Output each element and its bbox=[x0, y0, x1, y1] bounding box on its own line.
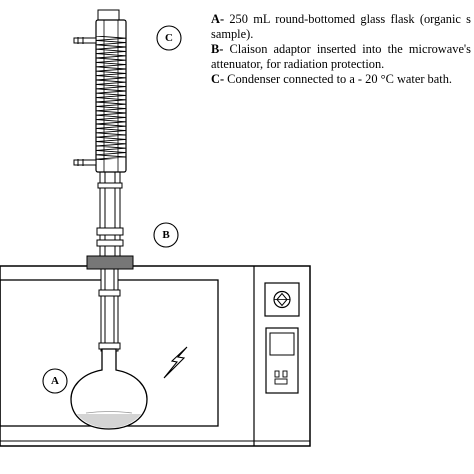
legend-key-a: A- bbox=[211, 12, 225, 26]
attenuator-plate bbox=[86, 255, 134, 270]
legend-item-c: C- Condenser connected to a - 20 °C wate… bbox=[211, 72, 471, 87]
legend-item-a: A- 250 mL round-bottomed glass flask (or… bbox=[211, 12, 471, 42]
legend-key-b: B- bbox=[211, 42, 224, 56]
round-bottom-flask bbox=[70, 348, 148, 430]
label-a-circle bbox=[42, 368, 68, 394]
legend-key-c: C- bbox=[211, 72, 225, 86]
oven-body bbox=[0, 265, 311, 447]
label-b: B bbox=[162, 229, 170, 241]
label-b-circle bbox=[153, 222, 179, 248]
legend: A- 250 mL round-bottomed glass flask (or… bbox=[211, 12, 471, 87]
label-c-circle bbox=[156, 25, 182, 51]
microwave-oven bbox=[0, 265, 311, 447]
button-icon bbox=[282, 370, 288, 378]
display-screen bbox=[269, 332, 295, 356]
water-outlet bbox=[73, 159, 97, 166]
dial-icon bbox=[273, 290, 291, 309]
control-dial-frame bbox=[264, 282, 300, 317]
lightning-icon bbox=[163, 346, 188, 379]
water-inlet bbox=[73, 37, 97, 44]
button-icon bbox=[274, 378, 288, 385]
legend-item-b: B- Claison adaptor inserted into the mic… bbox=[211, 42, 471, 72]
label-c: C bbox=[165, 32, 173, 44]
legend-text-a: 250 mL round-bottomed glass flask (organ… bbox=[211, 12, 471, 41]
adaptor-tube-lower bbox=[98, 268, 121, 352]
button-icon bbox=[274, 370, 280, 378]
condenser bbox=[73, 9, 127, 173]
legend-text-c: Condenser connected to a - 20 °C water b… bbox=[224, 72, 452, 86]
legend-text-b: Claison adaptor inserted into the microw… bbox=[211, 42, 471, 71]
label-a: A bbox=[51, 375, 59, 387]
control-panel-frame bbox=[265, 327, 299, 394]
claisen-adaptor bbox=[96, 171, 124, 257]
